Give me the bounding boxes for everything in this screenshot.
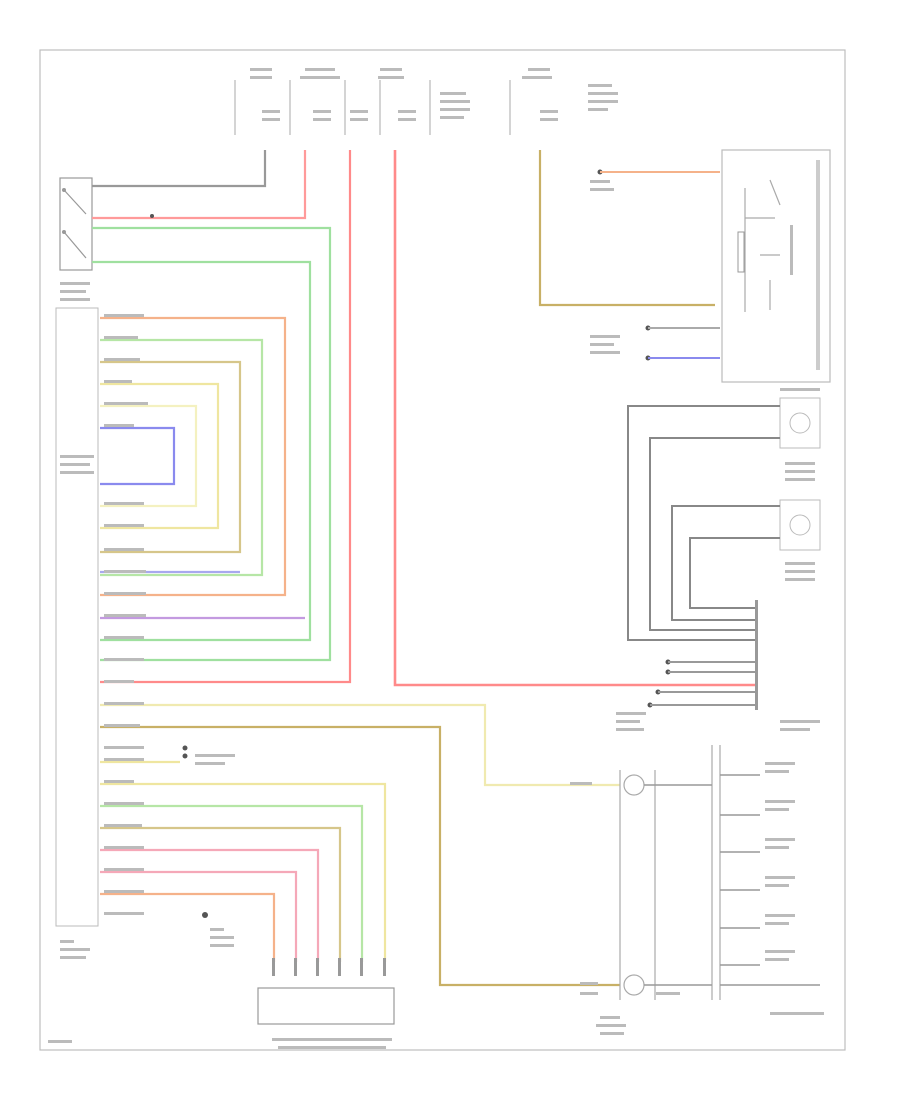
wire-orange-1 — [100, 316, 287, 597]
wire-pink-2 — [100, 870, 298, 962]
wire-yellow-3 — [100, 782, 387, 962]
diagram-frame — [39, 49, 846, 1051]
wire-lightyellow-1 — [100, 404, 198, 508]
switch-icon — [63, 189, 87, 259]
wire-blue-1 — [100, 426, 176, 486]
fuse-labels — [250, 68, 618, 121]
wire-red-2 — [100, 150, 352, 684]
sensor-1 — [779, 397, 821, 449]
power-supply-blocks — [234, 80, 511, 135]
wire-yellow-1 — [100, 382, 220, 530]
relay-box — [721, 149, 831, 383]
ecu-connector — [755, 600, 758, 710]
module-pin-labels — [104, 314, 148, 915]
bottom-connector — [257, 987, 395, 1025]
wire-olive-1 — [538, 150, 715, 307]
motor-icon — [619, 745, 721, 1000]
switch-box — [59, 177, 93, 271]
wire-green-2 — [92, 260, 312, 642]
wire-green-1 — [92, 226, 332, 662]
left-switch — [59, 177, 93, 271]
lower-right-labels — [48, 180, 824, 1049]
wire-green-4 — [100, 804, 364, 962]
wires — [92, 150, 715, 987]
wire-olive-3 — [100, 725, 620, 987]
wire-orange-2 — [100, 892, 276, 962]
bottom-connector-pins — [272, 958, 386, 976]
wire-olive-4 — [100, 826, 342, 962]
lower-right-wires — [644, 774, 820, 986]
ecu-wires — [650, 661, 755, 706]
wire-green-3 — [100, 338, 264, 577]
relay-wires — [600, 171, 720, 359]
wire-pink-1 — [100, 848, 320, 962]
wire-red-1 — [92, 150, 307, 220]
sensor-2 — [779, 499, 821, 551]
wire-olive-2 — [100, 360, 242, 554]
control-module-outline — [55, 307, 99, 927]
wire-yellow-2 — [100, 703, 620, 787]
module-labels — [60, 282, 94, 959]
wire-red-3 — [393, 150, 700, 687]
wire-gray-1 — [92, 150, 267, 188]
sensor-wires — [627, 405, 780, 641]
